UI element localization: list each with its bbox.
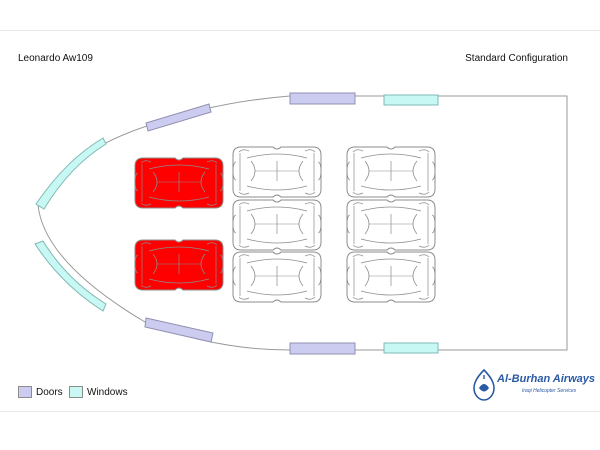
- door-top-angled: [145, 103, 212, 132]
- legend-doors: Doors: [18, 386, 63, 398]
- passenger-seat: [232, 199, 322, 251]
- brand-tagline: Iraqi Helicopter Services: [522, 388, 577, 394]
- brand-emblem-icon: [473, 368, 495, 401]
- passenger-seat: [346, 251, 436, 303]
- doors-swatch: [18, 386, 32, 398]
- window-nose-upper: [35, 137, 107, 210]
- configuration-title: Standard Configuration: [465, 53, 568, 64]
- passenger-seat: [232, 251, 322, 303]
- door-bottom-angled: [144, 317, 214, 343]
- window-top: [383, 94, 439, 106]
- door-bottom: [289, 342, 356, 355]
- windows-label: Windows: [87, 386, 128, 398]
- legend-windows: Windows: [69, 386, 128, 398]
- aircraft-title: Leonardo Aw109: [18, 53, 93, 64]
- brand-name: Al-Burhan Airways: [497, 373, 596, 385]
- passenger-seat: [346, 199, 436, 251]
- doors-group: [144, 92, 356, 355]
- doors-label: Doors: [36, 386, 63, 398]
- brand-logo: Al-Burhan Airways Iraqi Helicopter Servi…: [470, 368, 595, 404]
- door-top: [289, 92, 356, 105]
- windows-group: [34, 94, 439, 354]
- crew-seat: [134, 239, 224, 291]
- window-nose-lower: [34, 240, 107, 312]
- window-bottom: [383, 342, 439, 354]
- windows-swatch: [69, 386, 83, 398]
- crew-seat: [134, 157, 224, 209]
- passenger-seat: [232, 146, 322, 198]
- passenger-seat: [346, 146, 436, 198]
